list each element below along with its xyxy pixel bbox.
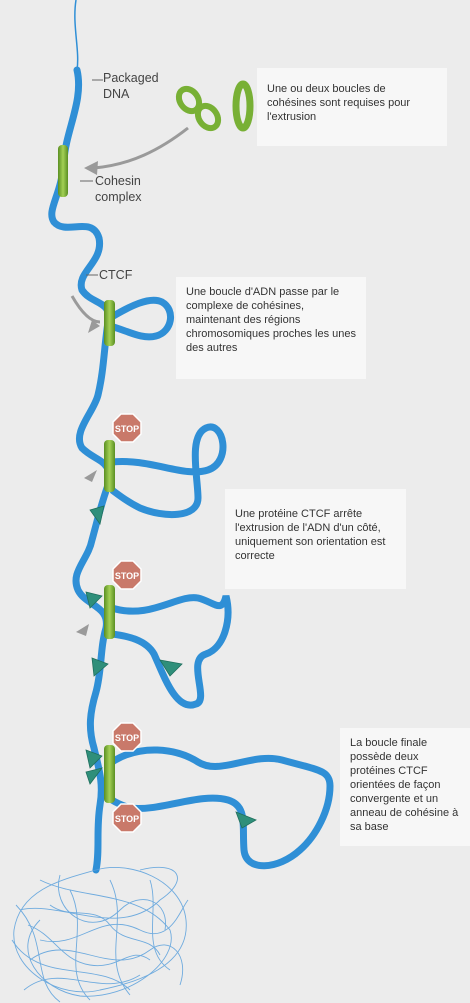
cohesin-complex-3 [104, 440, 115, 492]
cohesin-complex-4 [104, 585, 115, 639]
stop-sign-4: STOP [112, 803, 142, 833]
cohesin-double-ring [175, 85, 222, 132]
callout-rings-required: Une ou deux boucles de cohésines sont re… [257, 68, 447, 146]
dna-loop-1 [108, 296, 174, 341]
arrow-extrusion [70, 295, 101, 324]
stop-sign-2: STOP [112, 560, 142, 590]
stop-sign-text: STOP [115, 814, 139, 824]
label-packaged-dna: Packaged DNA [103, 71, 159, 101]
ctcf-proteins [85, 505, 257, 829]
dna-loop-3 [110, 594, 232, 709]
cohesin-complex-2 [104, 300, 115, 346]
callout-final-loop: La boucle finale possède deux protéines … [340, 728, 470, 846]
ctcf-cone-7 [235, 811, 257, 829]
cohesin-single-ring [232, 80, 254, 132]
ctcf-cone-3 [91, 657, 109, 677]
stop-sign-text: STOP [115, 571, 139, 581]
stop-sign-3: STOP [112, 722, 142, 752]
ctcf-cone-4 [159, 659, 183, 677]
dna-loop-2 [109, 423, 227, 519]
dna-backbone [48, 66, 113, 874]
arrow-small-1 [84, 470, 97, 482]
callout-ctcf-stops: Une protéine CTCF arrête l'extrusion de … [225, 489, 406, 589]
packaged-dna-tangle [11, 866, 189, 1003]
dna-loop-4 [110, 746, 334, 870]
dna-strand-top [74, 0, 79, 71]
cohesin-complex-1 [58, 145, 68, 197]
stop-sign-text: STOP [115, 424, 139, 434]
arrow-ring-to-dna [93, 126, 189, 170]
arrow-small-2 [76, 624, 89, 636]
cohesin-complex-5 [104, 745, 115, 803]
label-cohesin-complex: Cohesin complex [95, 174, 142, 204]
ctcf-cone-5 [85, 749, 103, 769]
callout-loop-passes: Une boucle d'ADN passe par le complexe d… [176, 277, 366, 379]
stop-sign-text: STOP [115, 733, 139, 743]
label-ctcf: CTCF [99, 268, 133, 282]
ctcf-cone-6 [85, 767, 103, 785]
ctcf-cone-1 [89, 505, 105, 525]
ctcf-cone-2 [85, 591, 103, 609]
stop-sign-1: STOP [112, 413, 142, 443]
